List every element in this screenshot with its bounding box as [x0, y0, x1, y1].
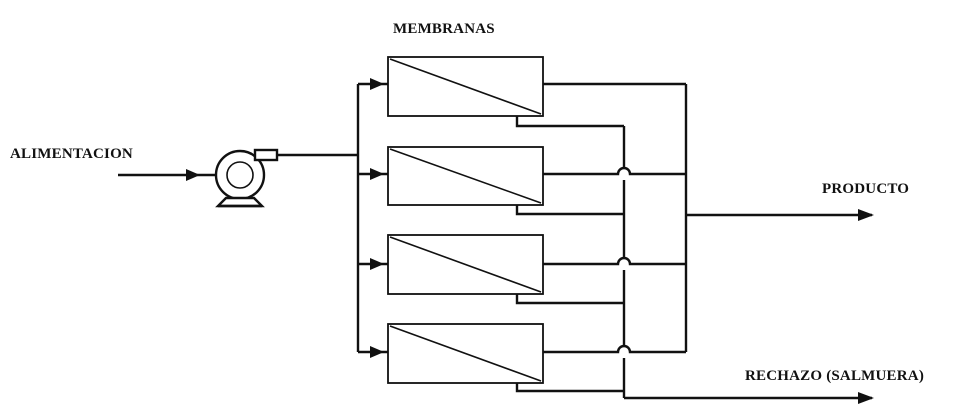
product-label: PRODUCTO	[822, 181, 909, 197]
feed-arrow-icon	[186, 169, 200, 181]
product-outlet	[686, 209, 874, 221]
reject-outlet	[624, 392, 874, 404]
branch-arrow-icon	[370, 346, 384, 358]
feed-branches	[358, 78, 388, 358]
reject-label: RECHAZO (SALMUERA)	[745, 368, 924, 384]
membrane-module	[387, 56, 544, 117]
branch-arrow-icon	[370, 258, 384, 270]
feed-label: ALIMENTACION	[10, 146, 133, 162]
pump-icon	[214, 148, 279, 208]
feed-line	[118, 169, 215, 181]
reject-lines	[515, 116, 624, 393]
membrane-module	[387, 146, 544, 206]
membrane-module	[387, 234, 544, 295]
branch-arrow-icon	[370, 168, 384, 180]
permeate-lines	[543, 82, 686, 354]
membrane-module	[387, 323, 544, 384]
product-arrow-icon	[858, 209, 874, 221]
reject-arrow-icon	[858, 392, 874, 404]
branch-arrow-icon	[370, 78, 384, 90]
membranes-label: MEMBRANAS	[393, 21, 495, 37]
